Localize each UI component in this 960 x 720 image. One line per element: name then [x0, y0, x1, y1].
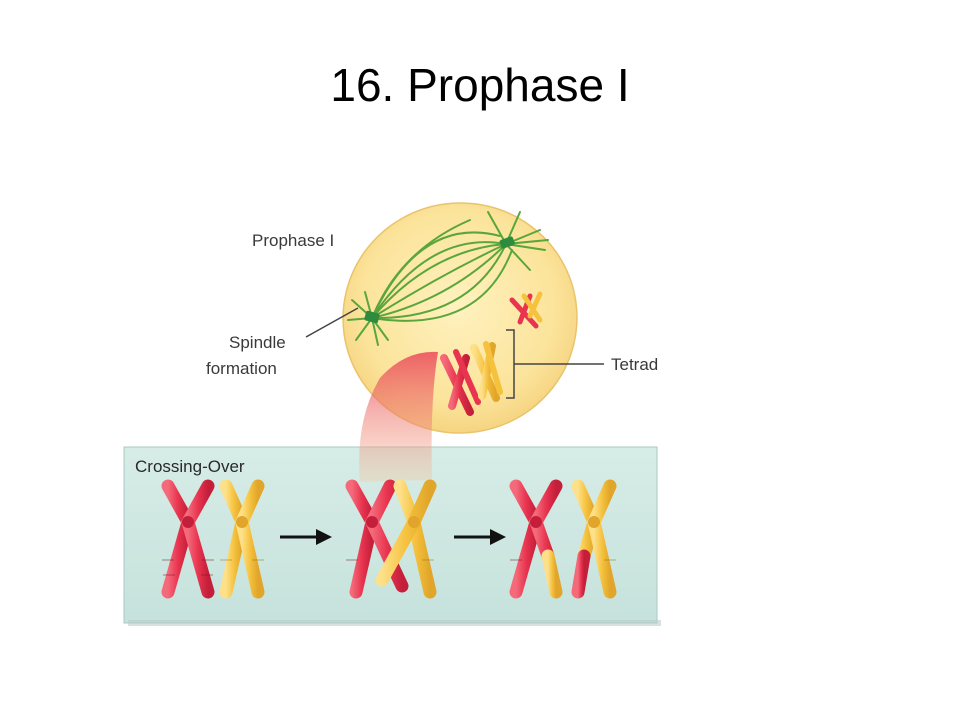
slide-title: 16. Prophase I [330, 59, 630, 111]
label-spindle-line1: Spindle [229, 333, 286, 352]
spindle-pointer [305, 307, 359, 338]
recombined-pair [509, 479, 617, 599]
centriole-left [364, 310, 380, 324]
arrow-1 [280, 529, 332, 545]
homologous-pair-crossing [345, 479, 437, 599]
label-crossing-over: Crossing-Over [135, 457, 245, 476]
label-prophase: Prophase I [252, 231, 334, 250]
arrow-2 [454, 529, 506, 545]
chromosome-bands [162, 559, 522, 576]
label-tetrad: Tetrad [611, 355, 658, 374]
homologous-pair-before [161, 479, 265, 599]
label-spindle-line2: formation [206, 359, 277, 378]
centriole-top [499, 236, 515, 249]
tetrad [440, 341, 503, 416]
tetrad-bracket [506, 329, 604, 399]
small-chromosome-pair [509, 291, 543, 329]
magnification-beam [359, 351, 438, 482]
